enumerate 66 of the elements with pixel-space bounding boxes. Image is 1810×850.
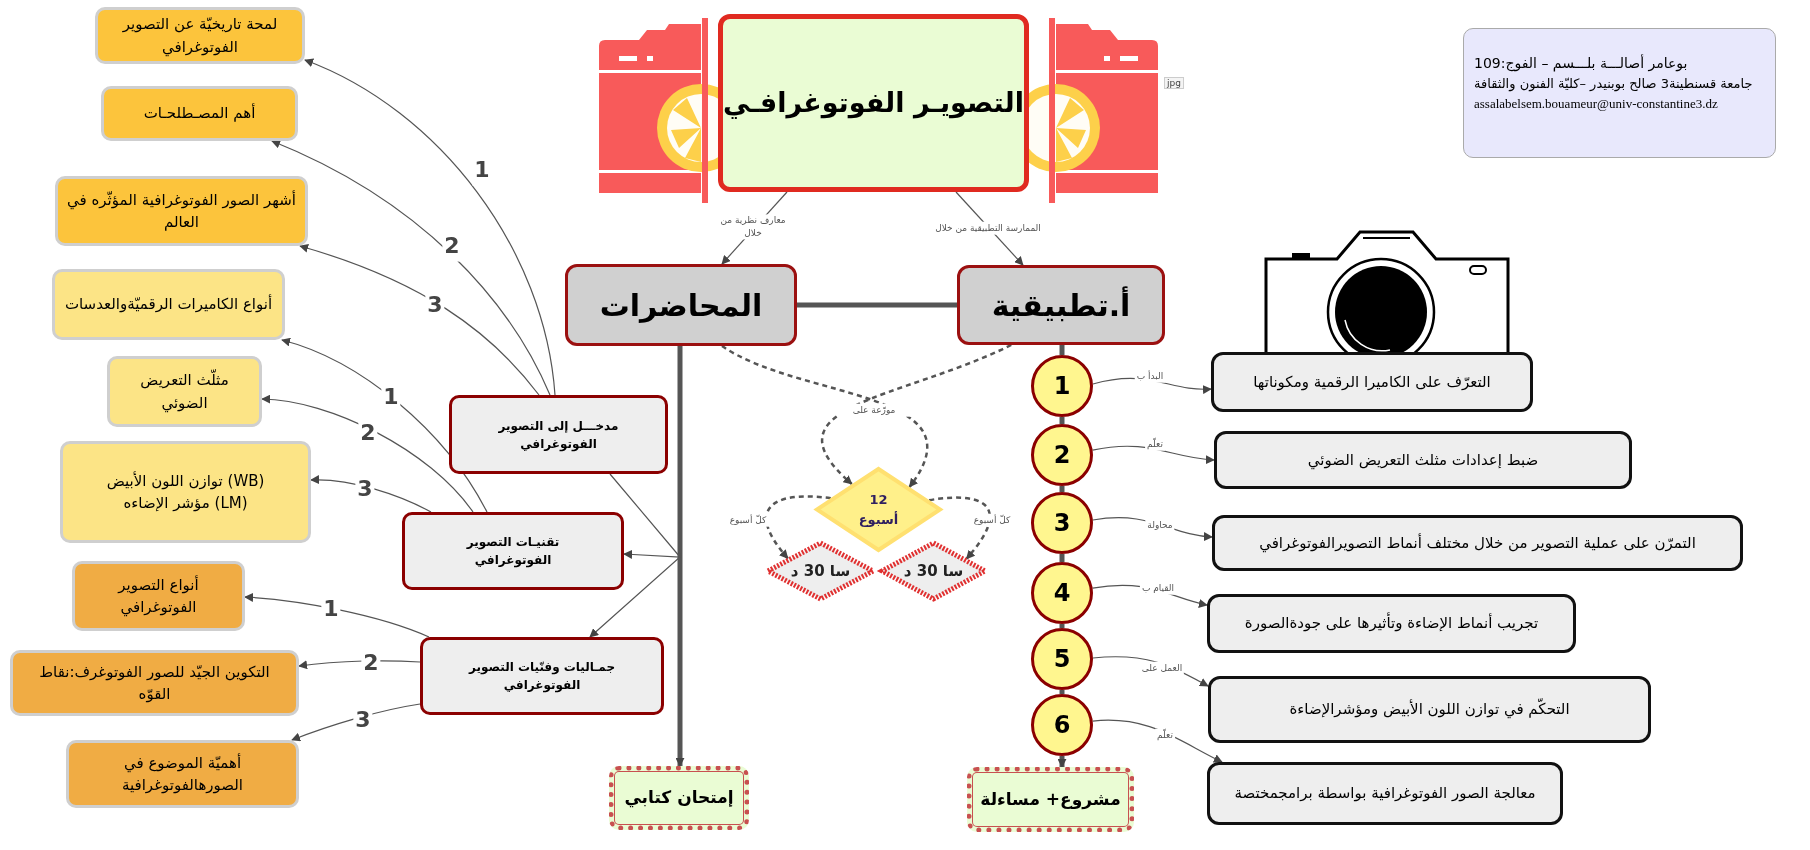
task-box: التعرّف على الكاميرا الرقمية ومكوناتها	[1211, 352, 1533, 412]
duration-diamond: سا 30 د	[879, 540, 988, 602]
title-box: التصويـر الفوتوغرافـي	[718, 14, 1029, 192]
arrow	[304, 59, 556, 396]
arrow	[675, 346, 685, 767]
text-line: جامعة قسنطينة3 صالح بوبنيدر –كليّة الفنون والثقافة	[1474, 75, 1753, 94]
arrow	[765, 495, 831, 560]
lecture-box: جمـاليات وفنّيات التصوير الفوتوغرافي	[420, 637, 664, 715]
connector-line	[1059, 417, 1065, 424]
task-box: التمرّن على عملية التصوير من خلال مختلف أنماط التصويرالفوتوغرافي	[1212, 515, 1743, 571]
arrow	[1092, 719, 1223, 763]
lecture-box: مدخـــل إلى التصوير الفوتوغرافي	[449, 395, 668, 474]
text-line: (WB) توازن اللون الأبيض	[106, 470, 265, 492]
section-box: المحاضرات	[565, 264, 797, 346]
step-circle: 4	[1031, 562, 1093, 624]
step-circle: 5	[1031, 628, 1093, 690]
assessment-box: مشروع+ مساءلة	[967, 767, 1134, 832]
arrow	[721, 344, 929, 488]
connector-line	[1059, 624, 1065, 628]
edge-label: البدأ ب	[1134, 369, 1166, 383]
connector-line	[1059, 554, 1065, 562]
lecture-box: تقنيـات التصوير الفوتوغرافي	[402, 512, 624, 590]
arrow	[1057, 756, 1067, 768]
edge-label: تعلّم	[1145, 437, 1165, 451]
edge-label: محاولة	[1145, 518, 1175, 532]
file-tag: jpg	[1164, 77, 1184, 89]
topic-box	[60, 441, 311, 543]
connector-line	[1059, 690, 1065, 694]
topic-box: أنواع التصوير الفوتوغرافي	[72, 561, 245, 631]
topic-box: أهم المصـطلحـات	[101, 86, 298, 141]
text-line: assalabelsem.bouameur@univ-constantine3.dz	[1474, 94, 1718, 113]
section-box: أ.تطبيقية	[957, 265, 1165, 345]
week-diamond: 12 أسبوع	[814, 466, 943, 553]
step-circle: 6	[1031, 694, 1093, 756]
edge-label: القيام ب	[1139, 581, 1177, 595]
assessment-box: إمتحان كتابي	[609, 766, 749, 830]
topic-box: أنواع الكاميرات الرقميّةوالعدسات	[52, 269, 285, 340]
arrow	[821, 343, 1012, 485]
text-line: (LM) مؤشر الإضاءه	[123, 493, 248, 514]
edge-label: موزّعة على	[837, 403, 911, 417]
step-circle: 3	[1031, 492, 1093, 554]
arrow	[299, 244, 540, 396]
arrow	[1092, 445, 1215, 464]
topic-box: التكوين الجيّد للصور الفوتوغرف:نقاط القوّه	[10, 650, 299, 716]
topic-box: لمحة تاريخيّة عن التصوير الفوتوغرافي	[95, 7, 305, 64]
arrow	[271, 140, 551, 396]
edge-label: العمل على	[1139, 661, 1185, 675]
info-card	[1463, 28, 1776, 158]
arrow	[244, 593, 430, 638]
task-box: تجريب أنماط الإضاءة وتأثيرها على جودةالصورة	[1207, 594, 1576, 653]
text-line: بوعامر أصالـــة بلـــسم – الفوج:109	[1474, 53, 1688, 74]
topic-box: أهميّة الموضوع في الصورهالفوتوغرافية	[66, 740, 299, 808]
duration-diamond: سا 30 د	[765, 540, 876, 602]
connector-line	[1059, 345, 1065, 355]
connector-line	[1059, 486, 1065, 492]
connector-line	[797, 302, 957, 308]
task-box: معالجة الصور الفوتوغرافية بواسطة برامجمختصة	[1207, 762, 1563, 825]
step-circle: 2	[1031, 424, 1093, 486]
task-box: التحكّم في توازن اللون الأبيض ومؤشرالإضاءة	[1208, 676, 1651, 743]
arrow	[261, 395, 474, 513]
task-box: ضبط إعدادات مثلث التعريض الضوئي	[1214, 431, 1632, 489]
arrow	[929, 496, 991, 560]
topic-box: مثلّث التعريض الضوئي	[107, 356, 262, 427]
edge-label: تعلّم	[1155, 728, 1175, 742]
step-circle: 1	[1031, 355, 1093, 417]
topic-box: أشهر الصور الفوتوغرافية المؤثّره في العالم	[55, 176, 308, 246]
